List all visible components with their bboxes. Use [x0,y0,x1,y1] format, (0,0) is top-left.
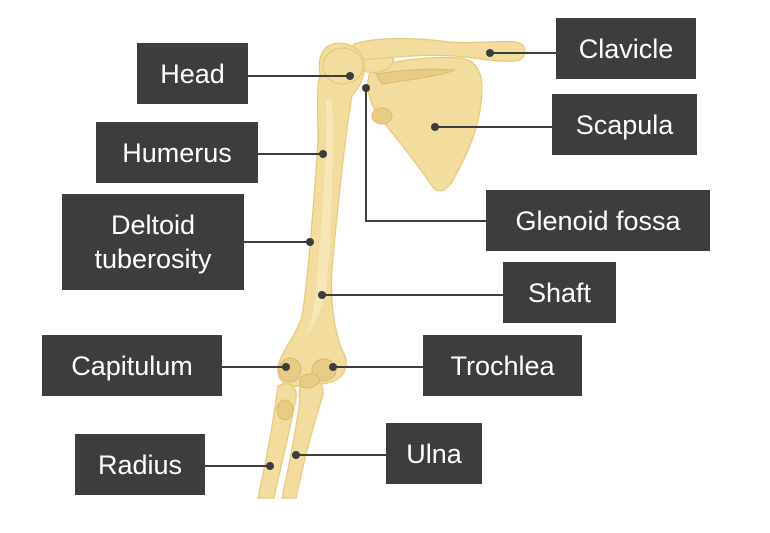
dot-clavicle [486,49,494,57]
dot-head [346,72,354,80]
coracoid-process [371,107,393,125]
olecranon [299,373,321,389]
humerus-bone [277,42,365,387]
label-ulna: Ulna [386,423,482,484]
dot-deltoid-tuberosity [306,238,314,246]
label-glenoid-fossa: Glenoid fossa [486,190,710,251]
dot-glenoid-fossa [362,84,370,92]
label-head: Head [137,43,248,104]
label-trochlea: Trochlea [423,335,582,396]
dot-ulna [292,451,300,459]
dot-radius [266,462,274,470]
humerus-highlight [306,100,333,336]
leader-glenoid-fossa [365,88,486,222]
label-scapula: Scapula [552,94,697,155]
ulna-bone [281,378,324,499]
label-shaft: Shaft [503,262,616,323]
radial-head [276,399,294,421]
dot-scapula [431,123,439,131]
label-clavicle: Clavicle [556,18,696,79]
label-deltoid-tuberosity: Deltoid tuberosity [62,194,244,290]
label-humerus: Humerus [96,122,258,183]
dot-shaft [318,291,326,299]
capitulum-bone [278,357,302,383]
label-capitulum: Capitulum [42,335,222,396]
scapula-spine [375,68,456,85]
dot-humerus [319,150,327,158]
dot-capitulum [282,363,290,371]
label-radius: Radius [75,434,205,495]
humeral-head [322,47,364,85]
leader-lines [205,49,556,470]
dot-trochlea [329,363,337,371]
